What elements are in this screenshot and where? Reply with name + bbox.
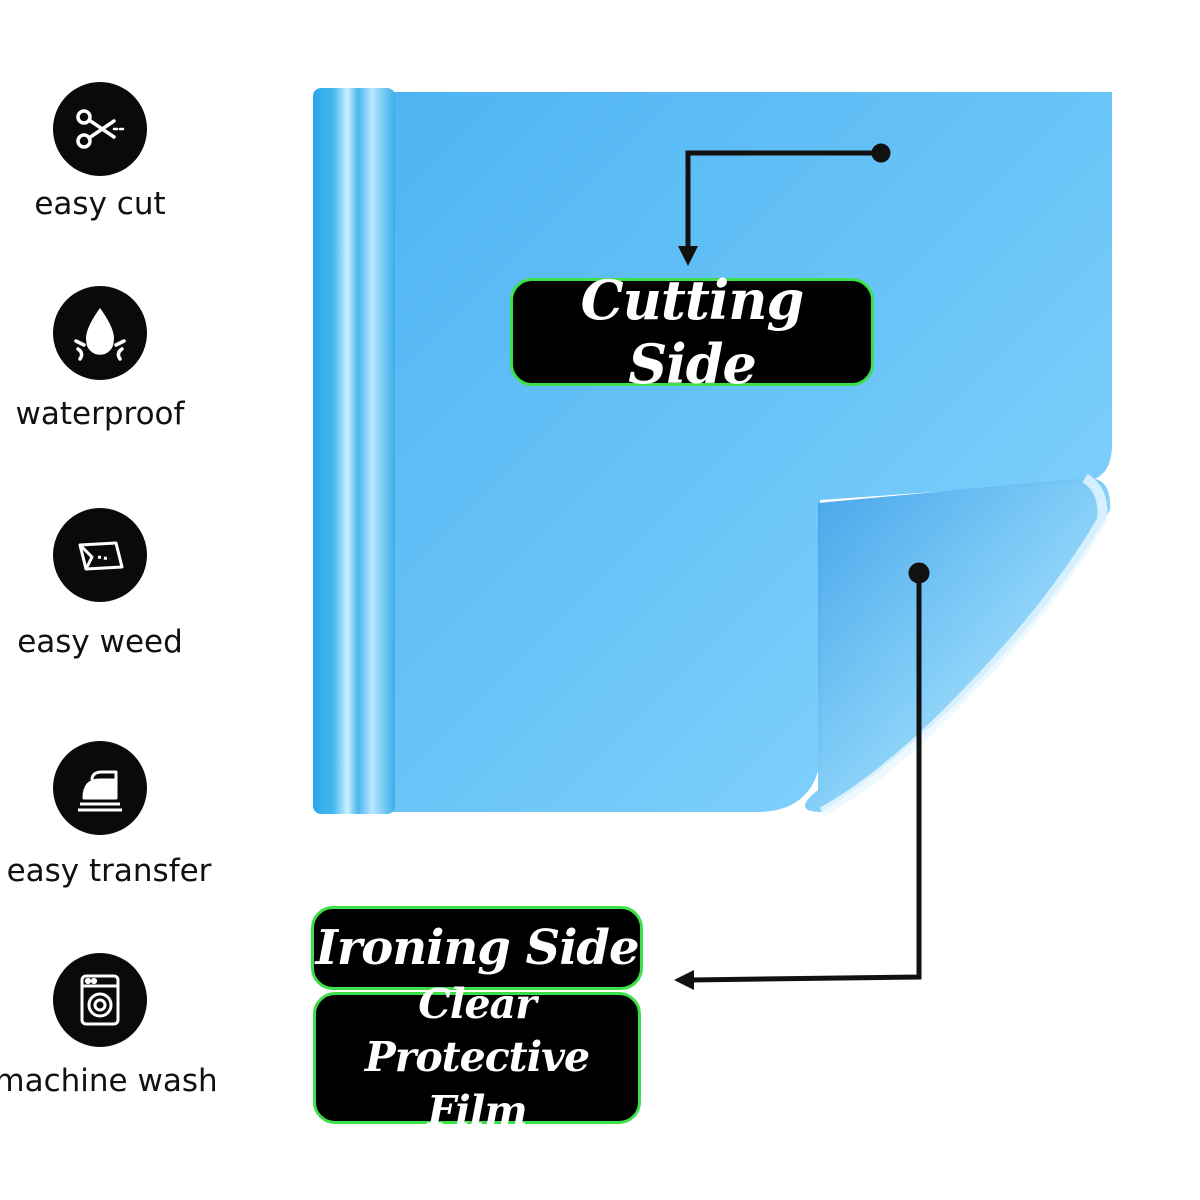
protective-film-label-line1: Clear Protective bbox=[364, 980, 590, 1082]
feature-label: easy transfer bbox=[6, 853, 212, 889]
cutting-side-tag: Cutting Side bbox=[510, 268, 874, 396]
feature-machine-wash: machine wash bbox=[0, 953, 218, 1099]
water-drop-icon bbox=[53, 286, 147, 380]
feature-easy-cut: easy cut bbox=[0, 82, 200, 222]
vinyl-sheet bbox=[390, 92, 1112, 812]
ironing-side-arrow bbox=[674, 562, 930, 990]
feature-easy-weed: easy weed bbox=[0, 508, 200, 660]
washing-machine-icon bbox=[53, 953, 147, 1047]
vinyl-roll bbox=[313, 88, 395, 814]
feature-easy-transfer: easy transfer bbox=[0, 741, 211, 889]
feature-label: easy weed bbox=[17, 624, 183, 660]
vinyl-curl bbox=[804, 477, 1111, 812]
feature-label: waterproof bbox=[15, 396, 185, 432]
protective-film-tag: Clear Protective Film bbox=[313, 980, 641, 1135]
cutting-side-label: Cutting Side bbox=[580, 268, 805, 396]
ironing-side-tag: Ironing Side bbox=[311, 906, 643, 990]
iron-icon bbox=[53, 741, 147, 835]
feature-label: easy cut bbox=[34, 186, 166, 222]
feature-waterproof: waterproof bbox=[0, 286, 200, 432]
feature-label: machine wash bbox=[0, 1063, 218, 1099]
protective-film-label-line2: Film bbox=[427, 1086, 528, 1135]
ironing-side-label: Ironing Side bbox=[315, 920, 639, 976]
scissors-icon bbox=[53, 82, 147, 176]
weeding-sheet-icon bbox=[53, 508, 147, 602]
cutting-side-arrow bbox=[678, 143, 891, 266]
